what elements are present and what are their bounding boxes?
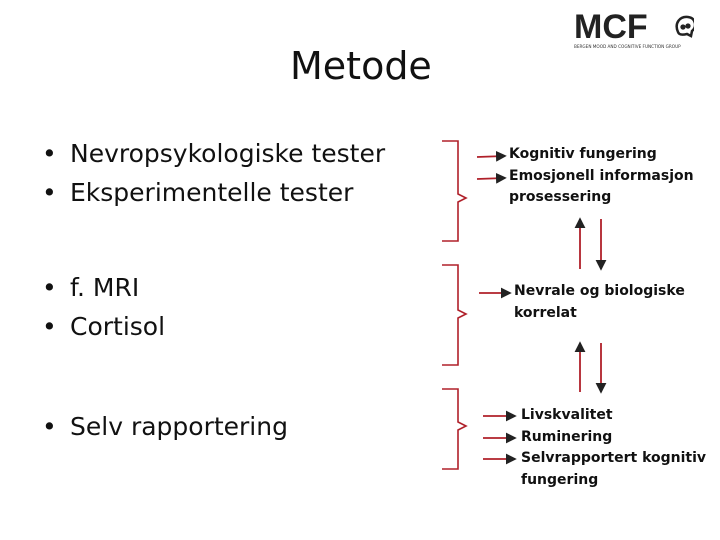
bracket-3 (442, 388, 468, 470)
outcome-neural: Nevrale og biologiske korrelat (514, 283, 685, 321)
logo-text: MCF (574, 8, 648, 46)
arrow-1b (476, 172, 507, 184)
bullet-item: Cortisol (42, 307, 165, 346)
slide-title: Metode (290, 44, 432, 88)
bullet-group-3: Selv rapportering (42, 407, 288, 446)
bullet-item: Eksperimentelle tester (42, 173, 385, 212)
bullet-item: Selv rapportering (42, 407, 288, 446)
bracket-1 (442, 140, 468, 242)
logo-subtitle: BERGEN MOOD AND COGNITIVE FUNCTION GROUP (574, 44, 681, 49)
bullet-group-2: f. MRI Cortisol (42, 268, 165, 346)
outcome-selfreport: Livskvalitet Ruminering Selvrapportert k… (521, 407, 707, 488)
bullet-item: f. MRI (42, 268, 165, 307)
bracket-2 (442, 264, 468, 366)
bullet-group-1: Nevropsykologiske tester Eksperimentelle… (42, 134, 385, 212)
arrow-1a (476, 150, 507, 162)
mcf-logo: MCF BERGEN MOOD AND COGNITIVE FUNCTION G… (574, 8, 697, 50)
bullet-item: Nevropsykologiske tester (42, 134, 385, 173)
outcome-cognitive: Kognitiv fungering Emosjonell informasjo… (509, 146, 694, 205)
